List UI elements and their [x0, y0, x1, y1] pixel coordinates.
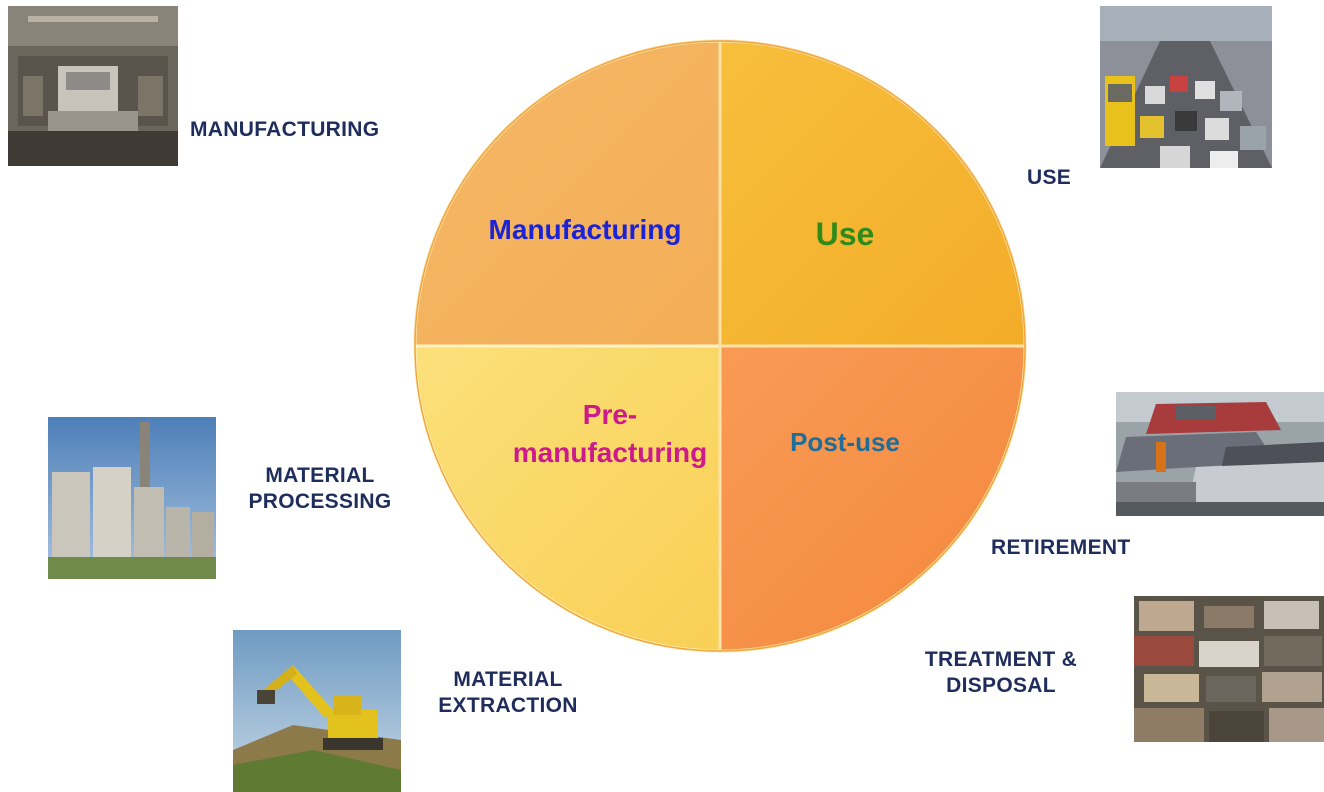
stage-label-treatment-disposal: TREATMENT & DISPOSAL	[893, 647, 1109, 699]
traffic-jam-photo	[1100, 6, 1272, 168]
quadrant-label-manufacturing: Manufacturing	[488, 214, 682, 245]
car-assembly-line-photo	[8, 6, 178, 166]
processing-line1: MATERIAL	[265, 464, 375, 487]
extraction-line1: MATERIAL	[453, 668, 563, 691]
quadrant-label-pre-manufacturing: Pre- manufacturing	[500, 396, 720, 472]
quadrant-label-use: Use	[815, 216, 875, 252]
processing-plant-silos-photo	[48, 417, 216, 579]
junked-cars-photo	[1116, 392, 1324, 516]
quadrant-label-post-use: Post-use	[790, 427, 900, 457]
stage-label-material-processing: MATERIAL PROCESSING	[205, 463, 435, 515]
treatment-line1: TREATMENT &	[924, 648, 1078, 671]
stage-label-material-extraction: MATERIAL EXTRACTION	[400, 667, 616, 719]
quadrant-post-use	[718, 344, 1027, 653]
stage-label-retirement: RETIREMENT	[991, 536, 1131, 559]
scrap-car-heap-photo	[1134, 596, 1324, 742]
treatment-line2: DISPOSAL	[946, 674, 1056, 697]
excavator-photo	[233, 630, 401, 792]
quadrant-pre-manufacturing	[413, 344, 722, 653]
pre-manufacturing-line2: manufacturing	[512, 437, 708, 468]
quadrant-manufacturing	[413, 39, 722, 348]
extraction-line2: EXTRACTION	[438, 694, 578, 717]
stage-label-manufacturing: MANUFACTURING	[190, 118, 380, 141]
processing-line2: PROCESSING	[248, 490, 392, 513]
stage-label-use: USE	[1027, 166, 1072, 189]
quadrant-use	[718, 39, 1027, 348]
pre-manufacturing-line1: Pre-	[582, 399, 638, 430]
